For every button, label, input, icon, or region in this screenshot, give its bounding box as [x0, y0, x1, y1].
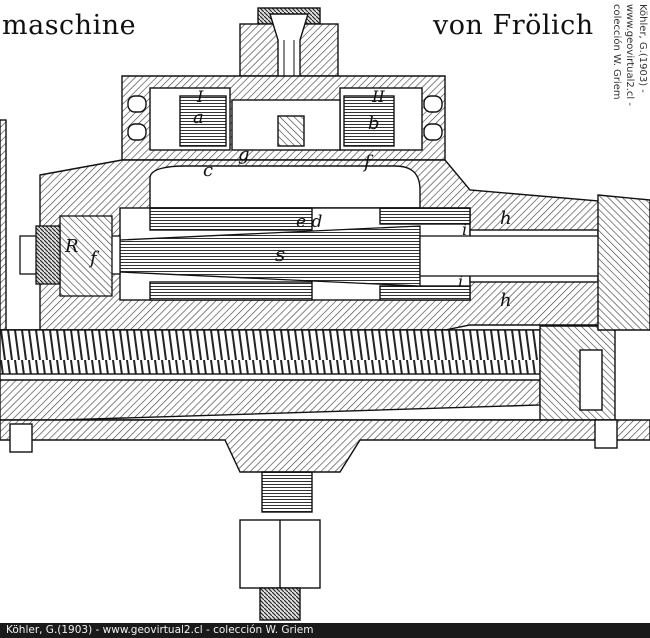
label-g: g: [238, 144, 250, 165]
bolt-hole: [127, 123, 147, 141]
right-bracket: [539, 325, 616, 421]
chamber-fill-right: [343, 95, 395, 147]
label-i-bottom: i: [458, 272, 464, 291]
label-h-top: h: [500, 208, 512, 229]
rear-rings-bottom: [379, 285, 471, 301]
label-h-bottom: h: [500, 290, 512, 311]
base-bolt-right: [594, 419, 618, 449]
bolt-hole: [423, 95, 443, 113]
right-frame: [597, 194, 650, 331]
bracket-bolt: [579, 349, 603, 411]
piston-rings-top: [149, 207, 313, 231]
base-bolt-left: [9, 423, 33, 453]
label-b: b: [368, 113, 380, 134]
post-foot: [259, 587, 301, 621]
crosshead-nut: [35, 225, 61, 285]
bolt-hole: [127, 95, 147, 113]
label-f: f: [364, 152, 371, 173]
feed-screw: [0, 329, 541, 375]
rod-extension: [419, 235, 601, 277]
right-frame-body: [597, 194, 650, 331]
base-plate: [0, 419, 650, 473]
label-s: s: [275, 242, 286, 266]
left-frame-edge: [0, 119, 7, 331]
rear-rings-top: [379, 207, 471, 225]
piston-rings-bottom: [149, 281, 313, 301]
label-f-left: f: [90, 248, 97, 269]
heading-left: maschine: [2, 10, 137, 41]
bed-lower: [0, 379, 541, 421]
label-i-top: i: [462, 220, 468, 239]
valve-chest: [121, 75, 446, 161]
steam-passage: [149, 165, 421, 209]
piston-rod: [19, 215, 601, 297]
side-credit-line-3: colección W. Griem: [611, 4, 622, 100]
valve-core: [277, 115, 305, 147]
label-R: R: [65, 236, 79, 257]
side-credit-line-2: www.geovirtual2.cl -: [624, 4, 635, 106]
label-II: II: [372, 87, 385, 106]
footer-credit: Köhler, G.(1903) - www.geovirtual2.cl - …: [6, 624, 314, 636]
bolt-hole: [423, 123, 443, 141]
heading-right: von Frölich: [433, 10, 594, 41]
feed-section: [0, 325, 616, 421]
label-a: a: [193, 107, 204, 128]
chamber-fill-left: [179, 95, 227, 147]
label-ed: e d: [296, 212, 323, 232]
label-c: c: [203, 160, 214, 181]
bottom-post: [239, 471, 321, 621]
side-credit: Köhler, G.(1903) - www.geovirtual2.cl - …: [606, 4, 650, 154]
label-I: I: [197, 87, 204, 106]
post-upper: [261, 471, 313, 513]
crosshead: [59, 215, 113, 297]
side-credit-line-1: Köhler, G.(1903) -: [637, 4, 648, 93]
footer-bar: Köhler, G.(1903) - www.geovirtual2.cl - …: [0, 623, 650, 638]
base-plate-body: [0, 419, 650, 473]
